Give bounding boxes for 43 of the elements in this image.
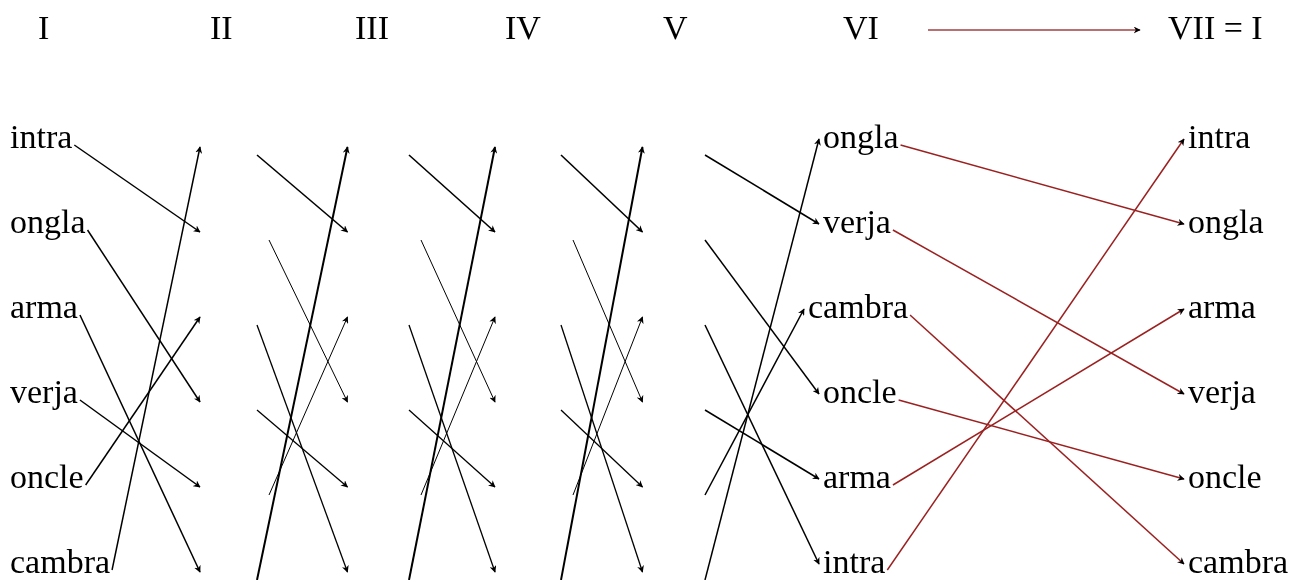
- end-word: arma: [823, 457, 891, 497]
- arrow: [704, 138, 821, 580]
- arrow: [909, 314, 1185, 565]
- arrow: [704, 154, 820, 225]
- column-heading: IV: [505, 8, 541, 48]
- arrow: [704, 239, 820, 395]
- end-word: verja: [1188, 372, 1256, 412]
- end-word: intra: [823, 542, 886, 580]
- end-word: intra: [10, 117, 73, 157]
- end-word: ongla: [823, 117, 899, 157]
- column-heading: VI: [843, 8, 879, 48]
- end-word: cambra: [808, 287, 909, 327]
- end-word: oncle: [10, 457, 84, 497]
- end-word: arma: [10, 287, 78, 327]
- arrow: [704, 308, 805, 496]
- arrow: [899, 144, 1185, 226]
- arrow: [86, 229, 201, 403]
- arrow: [73, 144, 201, 233]
- end-word: arma: [1188, 287, 1256, 327]
- arrow: [897, 399, 1185, 481]
- arrow: [704, 409, 820, 480]
- end-word: verja: [823, 202, 891, 242]
- end-word: ongla: [1188, 202, 1264, 242]
- end-word: cambra: [1188, 542, 1289, 580]
- column-heading: II: [210, 8, 233, 48]
- column-heading: V: [663, 8, 688, 48]
- arrow: [111, 146, 203, 571]
- arrow: [79, 399, 201, 488]
- column-heading: III: [355, 8, 389, 48]
- arrow: [79, 314, 201, 573]
- end-word: oncle: [823, 372, 897, 412]
- end-word: intra: [1188, 117, 1251, 157]
- arrow: [892, 229, 1185, 395]
- end-word: verja: [10, 372, 78, 412]
- end-word: ongla: [10, 202, 86, 242]
- arrow: [704, 324, 820, 565]
- arrow: [84, 316, 201, 486]
- arrow: [892, 308, 1185, 486]
- column-heading: VII = I: [1168, 8, 1263, 48]
- end-word: cambra: [10, 542, 111, 580]
- arrow: [886, 138, 1185, 571]
- end-word: oncle: [1188, 457, 1262, 497]
- column-heading: I: [38, 8, 50, 48]
